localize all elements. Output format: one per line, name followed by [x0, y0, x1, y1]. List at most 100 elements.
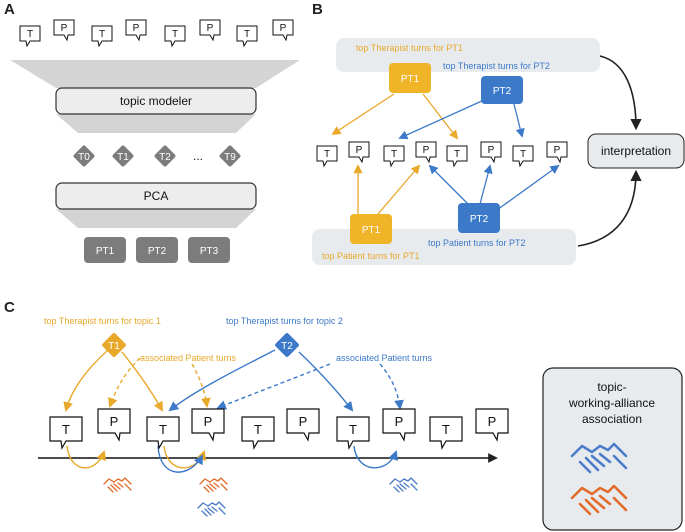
pt-box — [136, 237, 178, 263]
pt1-top-node: PT1 — [389, 63, 431, 93]
therapist-bubble: T — [429, 416, 463, 450]
handshake-icon — [199, 477, 228, 493]
handshake-icon — [389, 477, 418, 493]
topic-label: T9 — [224, 152, 236, 163]
topic-modeler-label: topic modeler — [120, 94, 192, 108]
bubble-letter: P — [423, 145, 430, 156]
top-therapist-pt2-label: top Therapist turns for PT2 — [443, 61, 550, 71]
patient-bubble: P — [546, 141, 568, 164]
panel-c-arrows — [63, 349, 404, 412]
turn-arcs — [66, 445, 398, 473]
therapist-bubble: T — [146, 416, 180, 450]
bubble-letter: P — [299, 414, 308, 429]
association-box: topic- working-alliance association — [542, 367, 683, 531]
funnel-mid — [56, 114, 256, 133]
association-line1: topic- — [597, 380, 626, 394]
pt2-bottom-node: PT2 — [458, 203, 500, 233]
patient-bubble: P — [348, 141, 370, 164]
bubble-letter: P — [488, 414, 497, 429]
pca-label: PCA — [144, 189, 169, 203]
top-therapist-pt1-label: top Therapist turns for PT1 — [356, 43, 463, 53]
handshake-icon — [197, 501, 226, 517]
patient-bubble: P — [125, 19, 147, 42]
pt2-bottom-label: PT2 — [470, 214, 489, 225]
therapist-bubble: T — [49, 416, 83, 450]
panel-a-funnels — [10, 60, 300, 228]
panel-c-bubbles: T P T P T P T P T P — [49, 408, 509, 450]
panel-a-bubbles: T P T P T P T P — [19, 19, 294, 48]
therapist-bubble: T — [164, 25, 186, 48]
patient-bubble: P — [415, 141, 437, 164]
assoc-patient-orange-label: associated Patient turns — [140, 353, 237, 363]
assoc-patient-blue-label: associated Patient turns — [336, 353, 433, 363]
therapist-bubble: T — [336, 416, 370, 450]
interpretation-box: interpretation — [587, 133, 685, 169]
topic2-label: T2 — [281, 341, 293, 352]
pt1-top-label: PT1 — [401, 74, 420, 85]
topic-diamond: T2 — [154, 145, 176, 167]
bubble-letter: P — [110, 414, 119, 429]
pt1-bottom-label: PT1 — [362, 225, 381, 236]
patient-bubble: P — [53, 19, 75, 42]
therapist-bubble: T — [241, 416, 275, 450]
patient-bubble: P — [382, 408, 416, 442]
panel-b-arrows — [331, 55, 642, 247]
topic-diamonds: T0 T1 T2 ... T9 — [73, 145, 241, 167]
bubble-letter: T — [349, 422, 357, 437]
therapist-bubble: T — [91, 25, 113, 48]
bubble-letter: T — [62, 422, 70, 437]
panel-b-bubbles: T P T P T P T P — [316, 141, 568, 168]
interpretation-label: interpretation — [601, 144, 671, 158]
pt-box — [188, 237, 230, 263]
bubble-letter: T — [391, 149, 397, 160]
pca-box: PCA — [55, 182, 257, 210]
bubble-letter: T — [172, 29, 178, 40]
topic-label: T2 — [159, 152, 171, 163]
panel-label-c: C — [4, 299, 15, 316]
bubble-letter: P — [395, 414, 404, 429]
bubble-letter: T — [27, 29, 33, 40]
topic-label: T1 — [117, 152, 129, 163]
pt-label: PT1 — [96, 246, 115, 257]
panel-label-b: B — [312, 1, 323, 18]
patient-bubble: P — [480, 141, 502, 164]
bubble-letter: T — [159, 422, 167, 437]
pt-boxes: PT1 PT2 PT3 — [84, 237, 230, 263]
handshake-icon — [103, 477, 132, 493]
bubble-letter: T — [324, 149, 330, 160]
bubble-letter: P — [280, 23, 287, 34]
patient-bubble: P — [199, 19, 221, 42]
pt-box — [84, 237, 126, 263]
bubble-letter: T — [454, 149, 460, 160]
topic-ellipsis: ... — [193, 149, 203, 163]
bubble-letter: P — [554, 145, 561, 156]
handshake-icons — [103, 477, 418, 517]
patient-bubble: P — [97, 408, 131, 442]
bubble-letter: T — [442, 422, 450, 437]
top-patient-pt1-label: top Patient turns for PT1 — [322, 251, 420, 261]
bubble-letter: P — [488, 145, 495, 156]
therapist-bubble: T — [383, 145, 405, 168]
therapist-bubble: T — [316, 145, 338, 168]
bubble-letter: P — [356, 145, 363, 156]
pt2-top-node: PT2 — [481, 76, 523, 104]
bubble-letter: P — [204, 414, 213, 429]
panel-label-a: A — [4, 1, 15, 18]
bubble-letter: P — [61, 23, 68, 34]
therapist-bubble: T — [19, 25, 41, 48]
patient-bubble: P — [286, 408, 320, 442]
funnel-top — [10, 60, 300, 88]
bubble-letter: P — [133, 23, 140, 34]
top-therapist-topic1-label: top Therapist turns for topic 1 — [44, 316, 161, 326]
topic1-label: T1 — [108, 341, 120, 352]
pt-label: PT3 — [200, 246, 219, 257]
topic1-diamond: T1 — [102, 333, 126, 357]
pt2-top-label: PT2 — [493, 86, 512, 97]
topic-diamond: T1 — [112, 145, 134, 167]
therapist-bubble: T — [512, 145, 534, 168]
top-patient-pt2-label: top Patient turns for PT2 — [428, 238, 526, 248]
pt-label: PT2 — [148, 246, 167, 257]
patient-bubble: P — [272, 19, 294, 42]
bubble-letter: T — [520, 149, 526, 160]
